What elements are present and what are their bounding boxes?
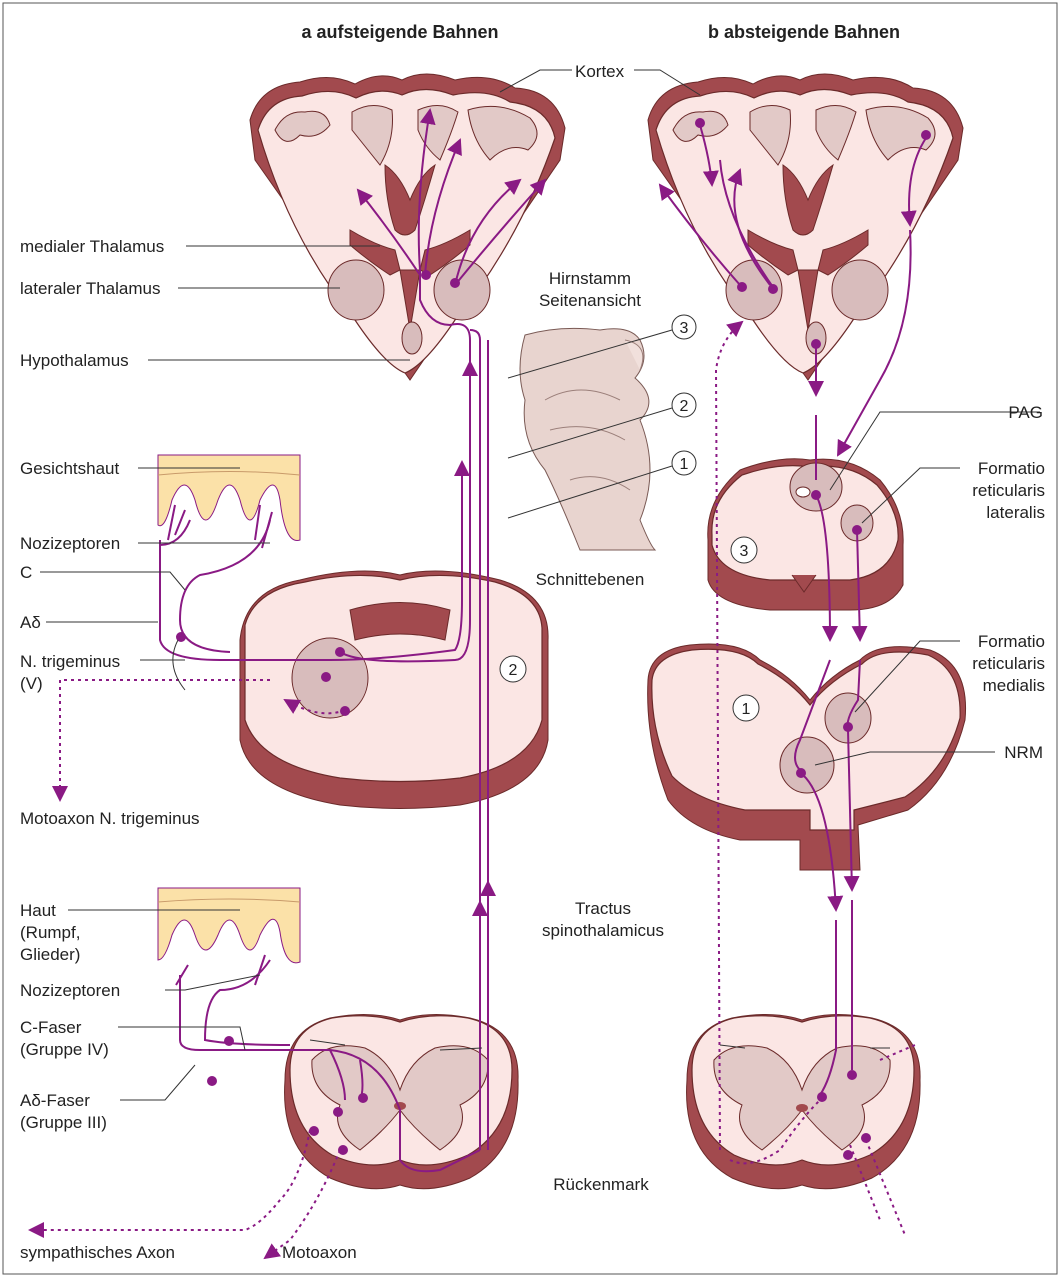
- label-haut: Haut: [20, 901, 56, 920]
- medulla-section-1: [648, 644, 966, 870]
- label-nozizeptoren-trunk: Nozizeptoren: [20, 981, 120, 1000]
- label-hirnstamm: Hirnstamm: [549, 269, 631, 288]
- label-formatio-lateralis-1: Formatio: [978, 459, 1045, 478]
- label-n-trigeminus-v: (V): [20, 674, 43, 693]
- label-motoaxon-trigeminus: Motoaxon N. trigeminus: [20, 809, 200, 828]
- spinal-cord-b: [687, 1014, 921, 1188]
- section-number-2: 2: [509, 662, 518, 679]
- label-nozizeptoren-face: Nozizeptoren: [20, 534, 120, 553]
- brain-section-b: [648, 74, 963, 380]
- label-c-faser-gruppe: (Gruppe IV): [20, 1040, 109, 1059]
- section-number-1: 1: [742, 701, 751, 718]
- label-formatio-medialis-2: reticularis: [972, 654, 1045, 673]
- section-number-3: 3: [740, 543, 749, 560]
- label-nrm: NRM: [1004, 743, 1043, 762]
- label-rueckenmark: Rückenmark: [553, 1175, 649, 1194]
- label-formatio-medialis-1: Formatio: [978, 632, 1045, 651]
- label-ad-faser: Aδ-Faser: [20, 1091, 90, 1110]
- level-marker-1: 1: [680, 456, 689, 473]
- label-formatio-lateralis-3: lateralis: [986, 503, 1045, 522]
- label-haut-glieder: Glieder): [20, 945, 80, 964]
- label-pag: PAG: [1008, 403, 1043, 422]
- pons-section-2: [240, 571, 548, 809]
- midbrain-section-3: [708, 459, 903, 610]
- label-kortex: Kortex: [575, 62, 625, 81]
- level-marker-3: 3: [680, 320, 689, 337]
- label-spinothalamicus: spinothalamicus: [542, 921, 664, 940]
- label-n-trigeminus: N. trigeminus: [20, 652, 120, 671]
- label-motoaxon: Motoaxon: [282, 1243, 357, 1262]
- label-seitenansicht: Seitenansicht: [539, 291, 641, 310]
- label-gesichtshaut: Gesichtshaut: [20, 459, 119, 478]
- label-formatio-lateralis-2: reticularis: [972, 481, 1045, 500]
- header-descending: b absteigende Bahnen: [708, 22, 900, 42]
- label-sympathisches-axon: sympathisches Axon: [20, 1243, 175, 1262]
- label-tractus: Tractus: [575, 899, 631, 918]
- brain-section-a: [250, 74, 565, 380]
- header-ascending: a aufsteigende Bahnen: [301, 22, 498, 42]
- level-marker-2: 2: [680, 398, 689, 415]
- trunk-skin-illustration: [158, 888, 300, 963]
- label-c: C: [20, 563, 32, 582]
- label-ad-faser-gruppe: (Gruppe III): [20, 1113, 107, 1132]
- label-medialer-thalamus: medialer Thalamus: [20, 237, 164, 256]
- label-formatio-medialis-3: medialis: [983, 676, 1045, 695]
- label-lateraler-thalamus: lateraler Thalamus: [20, 279, 160, 298]
- label-hypothalamus: Hypothalamus: [20, 351, 129, 370]
- label-schnittebenen: Schnittebenen: [536, 570, 645, 589]
- label-a-delta: Aδ: [20, 613, 41, 632]
- brainstem-side-view: [508, 315, 696, 550]
- label-haut-rumpf: (Rumpf,: [20, 923, 80, 942]
- label-c-faser: C-Faser: [20, 1018, 82, 1037]
